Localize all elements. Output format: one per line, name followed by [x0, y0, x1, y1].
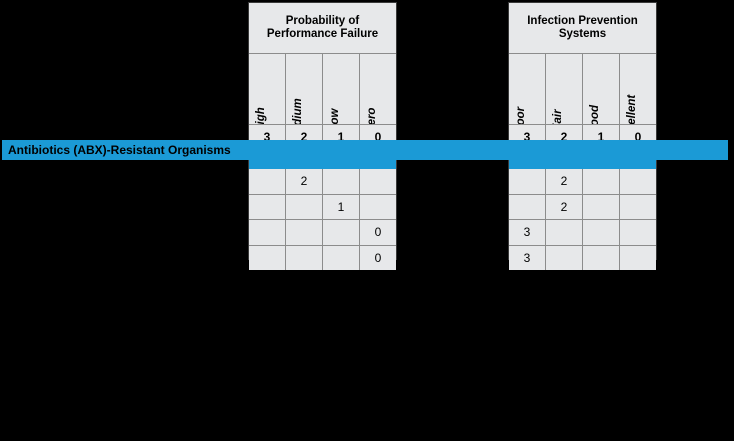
column-label-text: Good	[589, 104, 601, 124]
data-cell	[249, 220, 286, 245]
data-cell: 2	[546, 169, 583, 194]
data-cell	[286, 245, 323, 270]
data-cell	[583, 245, 620, 270]
data-cell: 2	[546, 194, 583, 219]
column-label-cell: High	[249, 54, 286, 124]
column-label-cell: Low	[323, 54, 360, 124]
data-cell	[620, 194, 656, 219]
column-label-text: Excellent	[626, 94, 638, 124]
table-row: 3	[509, 220, 656, 246]
data-cell	[620, 220, 656, 245]
data-cell: 3	[509, 220, 546, 245]
matrix-body: 2 2 3 3	[509, 169, 656, 270]
table-row: 2	[509, 169, 656, 195]
matrix-column-labels: High Medium Low Zero	[249, 54, 396, 125]
data-cell	[360, 169, 396, 194]
table-row: 3	[509, 245, 656, 270]
section-banner: Antibiotics (ABX)-Resistant Organisms	[2, 140, 728, 160]
column-label-text: Poor	[515, 106, 527, 124]
data-cell	[249, 245, 286, 270]
matrix-probability-of-performance-failure: Probability of Performance Failure High …	[248, 2, 397, 270]
table-row: 2	[509, 194, 656, 220]
data-cell	[546, 245, 583, 270]
data-cell: 0	[360, 220, 396, 245]
data-cell	[546, 220, 583, 245]
table-row: 0	[249, 220, 396, 246]
data-cell	[583, 220, 620, 245]
column-label-text: Zero	[366, 107, 378, 124]
matrix-title: Probability of Performance Failure	[249, 3, 396, 54]
data-cell	[509, 194, 546, 219]
column-label-text: Medium	[292, 98, 304, 124]
column-label-text: High	[255, 107, 267, 124]
data-cell	[323, 169, 360, 194]
column-label-cell: Poor	[509, 54, 546, 124]
matrix-body: 2 1 0 0	[249, 169, 396, 270]
data-cell	[620, 169, 656, 194]
data-cell	[249, 194, 286, 219]
data-cell: 2	[286, 169, 323, 194]
table-row: 0	[249, 245, 396, 270]
data-cell: 0	[360, 245, 396, 270]
column-label-text: Fair	[552, 109, 564, 124]
section-banner-label: Antibiotics (ABX)-Resistant Organisms	[8, 143, 231, 157]
data-cell	[286, 220, 323, 245]
matrix-infection-prevention-systems: Infection Prevention Systems Poor Fair G…	[508, 2, 657, 270]
table-row: 1	[249, 194, 396, 220]
column-label-cell: Fair	[546, 54, 583, 124]
data-cell	[360, 194, 396, 219]
column-label-cell: Medium	[286, 54, 323, 124]
data-cell	[583, 169, 620, 194]
column-label-cell: Good	[583, 54, 620, 124]
table-row: 2	[249, 169, 396, 195]
column-label-text: Low	[329, 108, 341, 125]
data-cell: 1	[323, 194, 360, 219]
data-cell	[509, 169, 546, 194]
data-cell: 3	[509, 245, 546, 270]
matrix-column-labels: Poor Fair Good Excellent	[509, 54, 656, 125]
column-label-cell: Zero	[360, 54, 396, 124]
data-cell	[249, 169, 286, 194]
data-cell	[323, 220, 360, 245]
column-label-cell: Excellent	[620, 54, 656, 124]
data-cell	[620, 245, 656, 270]
data-cell	[583, 194, 620, 219]
matrix-title: Infection Prevention Systems	[509, 3, 656, 54]
data-cell	[323, 245, 360, 270]
data-cell	[286, 194, 323, 219]
